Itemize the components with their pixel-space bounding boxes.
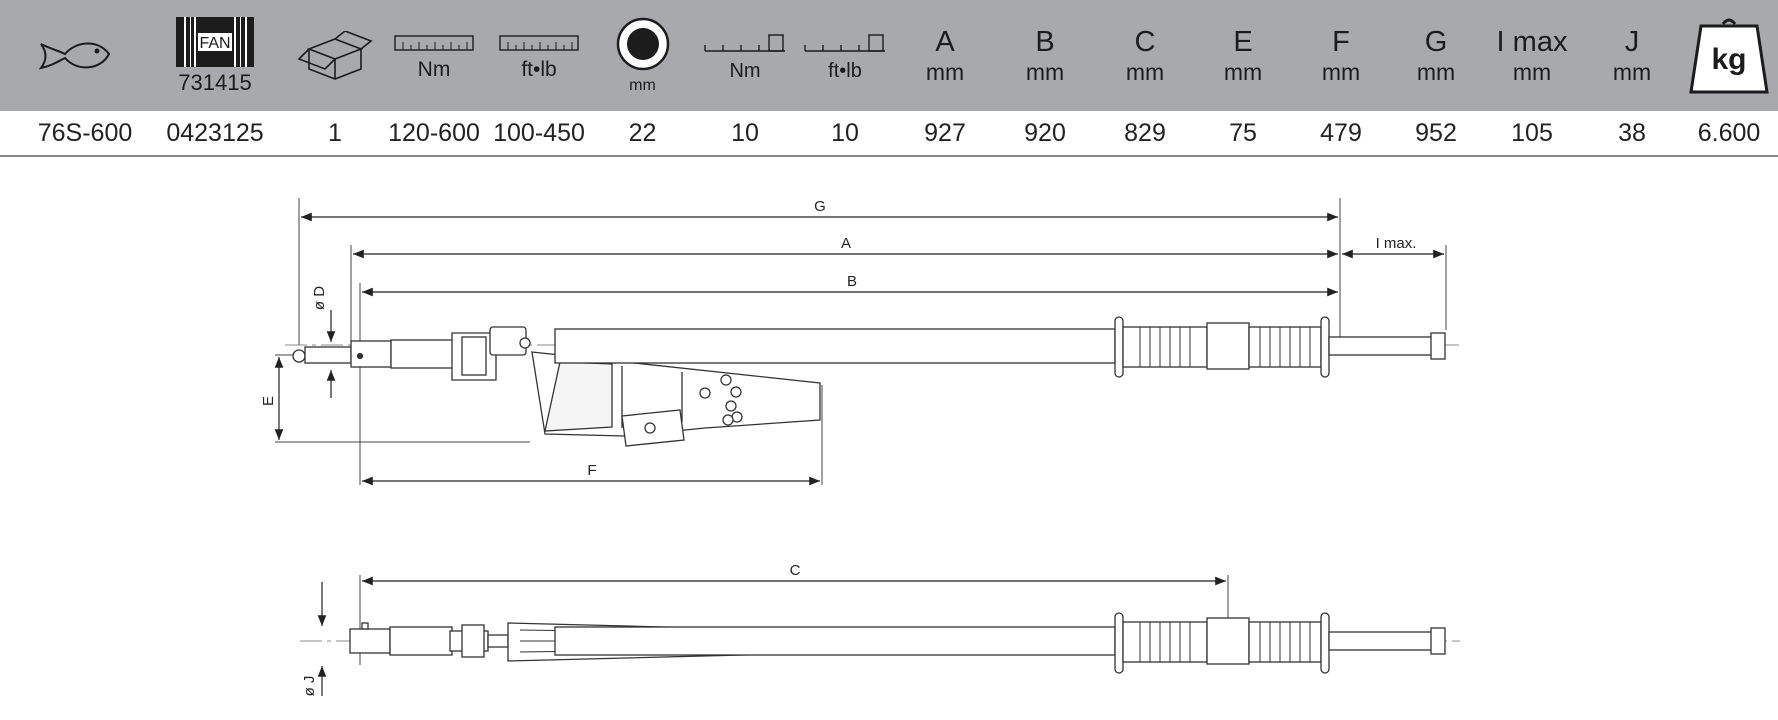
dim-j-column-header: J mm (1592, 0, 1672, 111)
ftlb-div-label: ft•lb (828, 59, 862, 82)
scale-ruler-icon (394, 34, 474, 51)
square-drive-column-header: mm (605, 0, 680, 111)
square-unit: mm (629, 76, 656, 94)
fan-barcode-icon: FAN (176, 16, 254, 67)
dim-g-value: 952 (1415, 119, 1457, 147)
dim-letter: J (1624, 25, 1640, 58)
fish-icon (25, 0, 125, 111)
dim-j-value: 38 (1618, 119, 1646, 147)
range-nm: 120-600 (388, 119, 480, 147)
weight-label: kg (1711, 43, 1746, 76)
spec-table-header: FAN 731415 Nm ft•lb (0, 0, 1778, 111)
quantity: 1 (328, 119, 342, 147)
dim-j-label: ø J (301, 676, 318, 697)
weight-icon: kg (1689, 18, 1769, 93)
ftlb-label: ft•lb (521, 57, 557, 81)
dim-d-label: ø D (311, 286, 328, 310)
nm-div-label: Nm (729, 59, 761, 82)
weight-column-header: kg (1684, 0, 1774, 111)
dim-e-column-header: E mm (1203, 0, 1283, 111)
dim-c-label: C (790, 562, 801, 579)
division-ftlb-column-header: ft•lb (800, 0, 890, 111)
dim-imax-value: 105 (1511, 119, 1553, 147)
dim-letter: C (1134, 25, 1156, 58)
dim-g-column-header: G mm (1396, 0, 1476, 111)
dim-a-label: A (841, 235, 851, 252)
table-row: 76S-600 0423125 1 120-600 100-450 22 10 … (0, 111, 1778, 157)
product-code: 76S-600 (37, 119, 133, 147)
square-drive-icon (616, 17, 669, 70)
dim-g-label: G (814, 198, 826, 215)
dim-unit: mm (925, 58, 965, 85)
dim-unit: mm (1416, 58, 1456, 85)
dim-a-value: 927 (924, 119, 966, 147)
dim-c-value: 829 (1124, 119, 1166, 147)
dim-imax-column-header: I max mm (1486, 0, 1578, 111)
dim-unit: mm (1321, 58, 1361, 85)
scale-ruler-icon (499, 34, 579, 51)
nm-label: Nm (417, 57, 451, 81)
dim-e-value: 75 (1229, 119, 1257, 147)
dim-a-column-header: A mm (905, 0, 985, 111)
division-scale-icon (704, 33, 785, 52)
dim-letter: I max (1496, 25, 1568, 58)
division-scale-icon (804, 33, 885, 52)
dim-b-column-header: B mm (1005, 0, 1085, 111)
dim-f-label: F (587, 462, 596, 479)
dim-b-label: B (847, 273, 857, 290)
weight-value: 6.600 (1697, 119, 1761, 147)
division-nm-column-header: Nm (700, 0, 790, 111)
square-drive: 22 (628, 119, 657, 147)
fan-code: 731415 (178, 69, 252, 95)
dim-letter: B (1035, 25, 1055, 58)
dim-unit: mm (1025, 58, 1065, 85)
dim-f-value: 479 (1320, 119, 1362, 147)
fan-label: FAN (199, 35, 230, 52)
wrench-side-view (285, 316, 1460, 447)
division-ftlb: 10 (831, 119, 859, 147)
dim-c-column-header: C mm (1105, 0, 1185, 111)
range-ftlb: 100-450 (493, 119, 585, 147)
dim-letter: F (1332, 25, 1350, 58)
wrench-technical-drawing: G A I max. B F C E ø D ø J (260, 198, 1460, 697)
dim-imax-label: I max. (1376, 235, 1417, 252)
dim-unit: mm (1612, 58, 1652, 85)
torque-nm-column-header: Nm (390, 0, 478, 111)
dim-unit: mm (1512, 58, 1552, 85)
torque-ftlb-column-header: ft•lb (495, 0, 583, 111)
wrench-top-view (300, 612, 1460, 674)
dim-b-value: 920 (1024, 119, 1066, 147)
dim-e-label: E (260, 396, 277, 406)
box-icon (290, 0, 380, 111)
ean-code: 0423125 (166, 119, 264, 147)
dim-letter: E (1233, 25, 1253, 58)
dim-letter: G (1424, 25, 1448, 58)
dim-letter: A (935, 25, 955, 58)
dim-unit: mm (1125, 58, 1165, 85)
fan-column-header: FAN 731415 (165, 0, 265, 111)
division-nm: 10 (731, 119, 759, 147)
dim-f-column-header: F mm (1301, 0, 1381, 111)
dim-unit: mm (1223, 58, 1263, 85)
